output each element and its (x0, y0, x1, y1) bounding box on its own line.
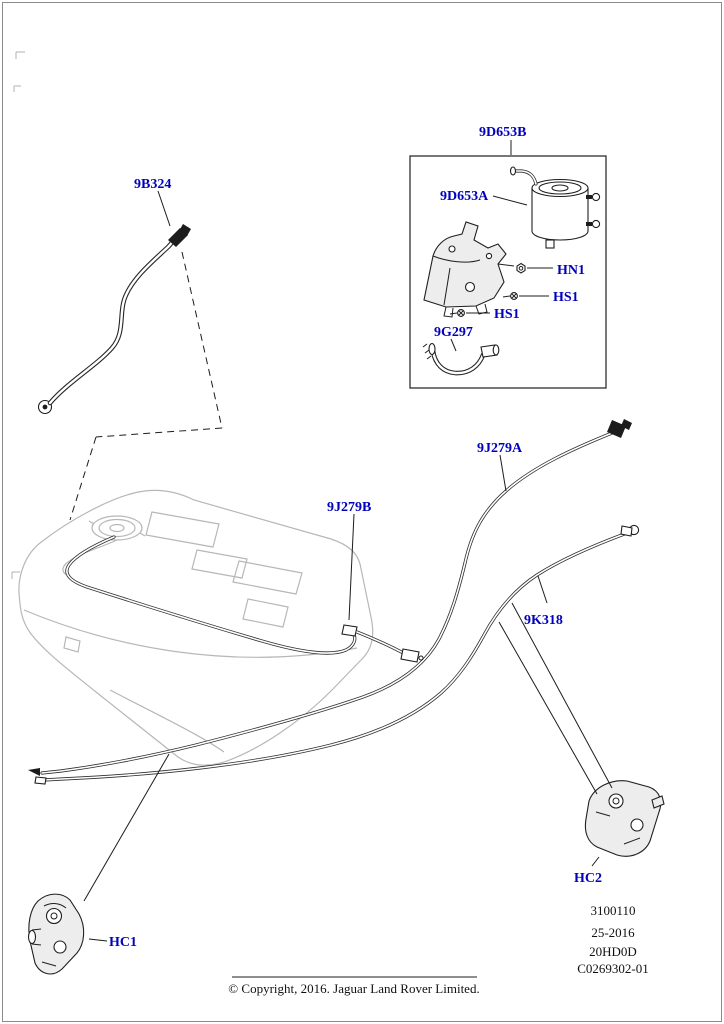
part-label-hs1-upper: HS1 (553, 290, 579, 305)
pipe-9j279a-elbow (607, 420, 626, 438)
fuel-tank-illustration (18, 489, 374, 766)
copyright-footer: © Copyright, 2016. Jaguar Land Rover Lim… (228, 976, 480, 996)
canister-assembly-box (409, 155, 607, 389)
doc-info-line-1: 3100110 (590, 903, 635, 918)
doc-info-block: 3100110 25-2016 20HD0D C0269302-01 (577, 903, 649, 976)
screw-hs1-upper-illustration (502, 292, 518, 300)
clip-hc2-illustration (584, 780, 665, 857)
canister-bracket (423, 221, 515, 318)
part-label-9k318: 9K318 (524, 613, 563, 628)
part-label-9b324: 9B324 (134, 177, 171, 192)
hose-9g297-illustration (422, 342, 500, 376)
placement-dashed-lines (69, 251, 223, 521)
screw-hs1-lower-illustration (449, 309, 465, 317)
part-label-9j279a: 9J279A (477, 441, 523, 456)
doc-info-line-2: 25-2016 (591, 925, 635, 940)
part-label-hc2: HC2 (574, 871, 602, 886)
nut-hn1-illustration (516, 262, 526, 274)
part-label-9d653a: 9D653A (440, 189, 489, 204)
pipe-quick-connector (400, 648, 420, 663)
assembly-frame (409, 155, 607, 389)
carbon-canister (509, 166, 601, 249)
pipe-end-fitting (28, 768, 40, 776)
part-label-9j279b: 9J279B (327, 500, 371, 515)
part-label-hs1-lower: HS1 (494, 307, 520, 322)
canister-screw (591, 192, 601, 202)
part-label-9d653b: 9D653B (479, 125, 526, 140)
part-label-9g297: 9G297 (434, 325, 473, 340)
tank-top-pad (145, 511, 220, 548)
pipe-9j279b-illustration (65, 535, 424, 663)
leader-lines (83, 140, 613, 942)
doc-info-line-3: 20HD0D (589, 944, 637, 959)
canister-screw (591, 219, 601, 229)
clip-hc1-illustration (27, 893, 85, 975)
doc-info-line-4: C0269302-01 (577, 961, 649, 976)
pipe-9b324-illustration (37, 224, 191, 415)
copyright-text: © Copyright, 2016. Jaguar Land Rover Lim… (228, 981, 479, 996)
part-label-hc1: HC1 (109, 935, 137, 950)
part-label-hn1: HN1 (557, 263, 585, 278)
pipe-mid-connector (341, 624, 358, 637)
part-labels: 9B324 9D653B 9D653A HN1 HS1 HS1 9G297 9J… (109, 125, 602, 950)
